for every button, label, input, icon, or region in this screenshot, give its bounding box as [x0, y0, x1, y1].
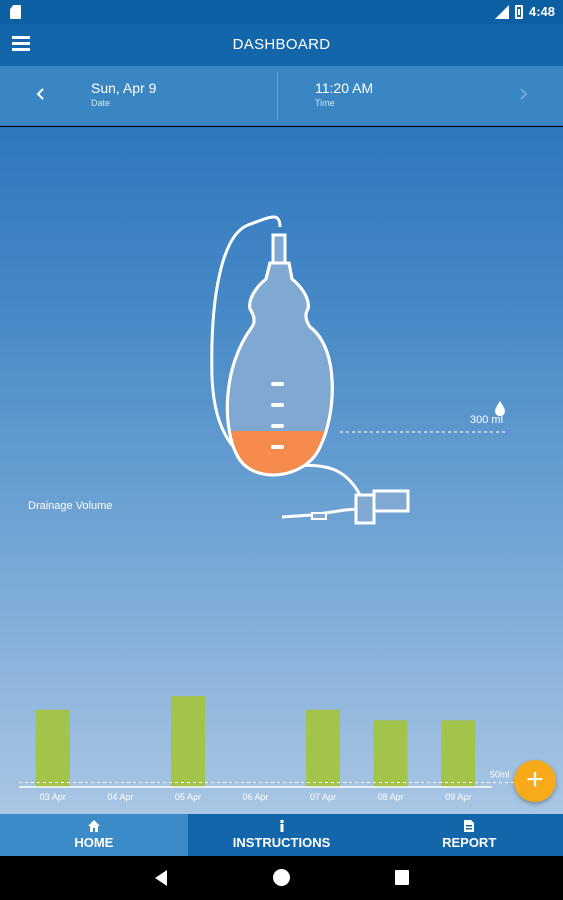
tab-report[interactable]: REPORT: [375, 814, 563, 856]
water-drop-icon: [495, 401, 505, 416]
dashboard-main: 300 ml Drainage Volume 03 Apr 04 Apr 05 Ap…: [0, 127, 563, 814]
divider: [277, 72, 278, 120]
bottom-tab-bar: HOME INSTRUCTIONS REPORT: [0, 814, 563, 856]
chart-threshold-label: 50ml: [490, 769, 510, 779]
chart-bar-0: [35, 709, 70, 787]
tab-instructions-label: INSTRUCTIONS: [232, 835, 331, 850]
status-time: 4:48: [528, 4, 555, 19]
system-nav-bar: [0, 856, 563, 900]
drain-level-label: 300 ml: [470, 414, 504, 426]
chart-tick-label-6: 09 Apr: [445, 792, 471, 802]
home-icon: [87, 819, 101, 833]
tab-report-label: REPORT: [442, 835, 497, 850]
time-value[interactable]: 11:20 AM: [315, 80, 374, 96]
chart-bar-5: [373, 720, 408, 787]
cell-signal-icon: [494, 4, 509, 19]
chart-tick-label-2: 05 Apr: [175, 792, 201, 802]
report-icon: [462, 819, 476, 833]
date-value[interactable]: Sun, Apr 9: [91, 80, 157, 96]
chart-tick-label-1: 04 Apr: [107, 792, 133, 802]
add-button[interactable]: +: [514, 760, 556, 802]
tab-instructions[interactable]: INSTRUCTIONS: [188, 814, 376, 856]
chart-bar-2: [170, 696, 205, 787]
chart-tick-label-0: 03 Apr: [40, 792, 66, 802]
chart-tick-label-4: 07 Apr: [310, 792, 336, 802]
tab-home-label: HOME: [74, 835, 114, 850]
chevron-left-icon[interactable]: [34, 84, 48, 104]
tab-home[interactable]: HOME: [0, 814, 188, 856]
chart-tick-label-3: 06 Apr: [242, 792, 268, 802]
date-time-bar: Sun, Apr 9 Date 11:20 AM Time: [0, 66, 563, 126]
drain-fill-level: [227, 431, 333, 475]
battery-icon: [514, 4, 523, 19]
home-nav-icon[interactable]: [273, 869, 290, 886]
status-bar: 4:48: [0, 0, 563, 24]
app-bar: DASHBOARD: [0, 24, 563, 66]
info-icon: [275, 819, 289, 833]
recent-apps-icon[interactable]: [395, 870, 409, 885]
sd-card-icon: [10, 5, 21, 19]
chart-bar-6: [441, 720, 476, 787]
chart-tick-label-5: 08 Apr: [378, 792, 404, 802]
time-label: Time: [315, 98, 335, 108]
drain-bottle-illustration: [210, 215, 508, 525]
chart-bar-4: [306, 709, 341, 787]
page-title: DASHBOARD: [232, 36, 331, 53]
date-label: Date: [91, 98, 111, 108]
drainage-volume-label: Drainage Volume: [28, 500, 113, 512]
chevron-right-icon[interactable]: [516, 84, 530, 104]
back-icon[interactable]: [155, 870, 167, 886]
drainage-bar-chart: 03 Apr 04 Apr 05 Apr 06 Apr 07 Apr 08 Apr 09 A…: [19, 696, 515, 802]
hamburger-menu-icon[interactable]: [12, 36, 30, 52]
